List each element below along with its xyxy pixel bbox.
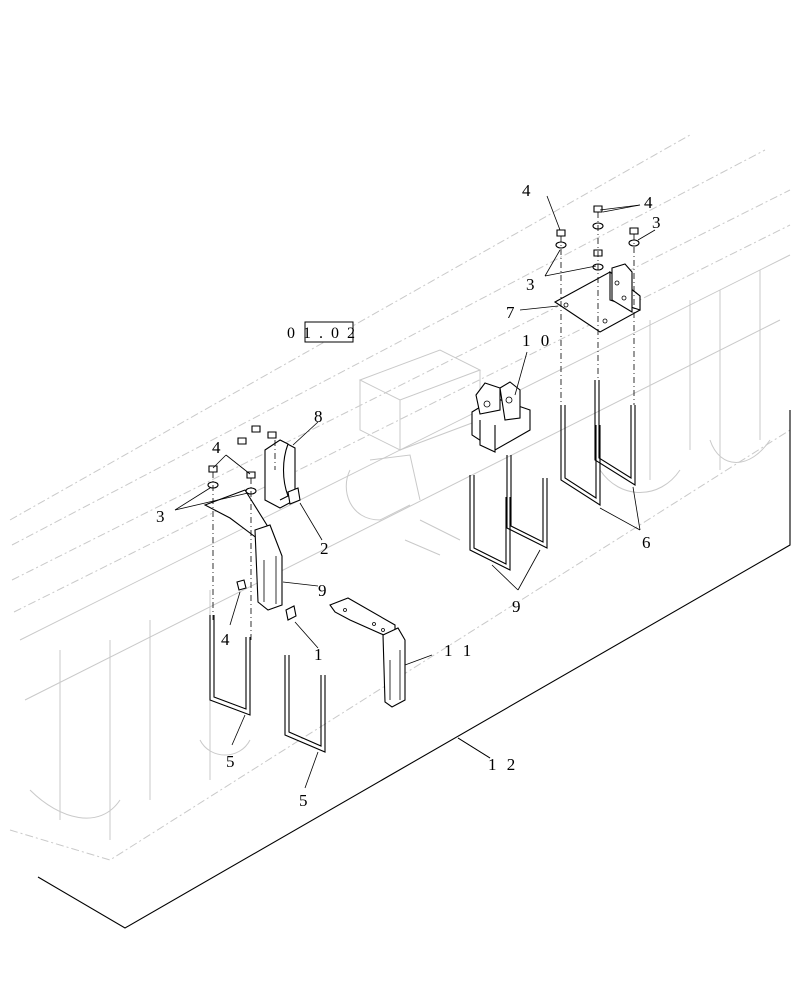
- callout-labels: 4 4 3 3 7 1 0 6 9 8 4 3 2 9 4 1 1 1 5 5 …: [156, 181, 664, 810]
- frame-outline: [37, 410, 791, 929]
- bracket-assembly-right: [553, 205, 641, 507]
- callout-2: 2: [320, 539, 332, 558]
- callout-4: 4: [212, 438, 224, 457]
- bracket-assembly-left: [203, 425, 406, 753]
- callout-4: 4: [221, 630, 233, 649]
- bracket-item-10: [471, 381, 531, 453]
- callout-8: 9: [318, 581, 330, 600]
- callout-12: 1 2: [488, 755, 518, 774]
- callout-9: 9: [512, 597, 524, 616]
- callout-4: 4: [522, 181, 534, 200]
- callout-5: 6: [642, 533, 654, 552]
- callout-3: 3: [526, 275, 538, 294]
- callout-4: 4: [644, 193, 656, 212]
- callout-7: 8: [314, 407, 326, 426]
- reference-label: 0 1 . 0 2: [287, 321, 357, 343]
- callout-3: 3: [156, 507, 168, 526]
- callout-5: 5: [226, 752, 238, 771]
- callout-10: 1 0: [522, 331, 552, 350]
- callout-3: 3: [652, 213, 664, 232]
- leader-lines: [174, 195, 656, 789]
- callout-11: 1 1: [444, 641, 474, 660]
- ghosted-frame: [9, 134, 791, 861]
- reference-text: 0 1 . 0 2: [287, 325, 357, 342]
- u-bolts-center: [469, 455, 548, 571]
- callout-6: 7: [506, 303, 518, 322]
- callout-9: 5: [299, 791, 311, 810]
- callout-1: 1: [314, 645, 326, 664]
